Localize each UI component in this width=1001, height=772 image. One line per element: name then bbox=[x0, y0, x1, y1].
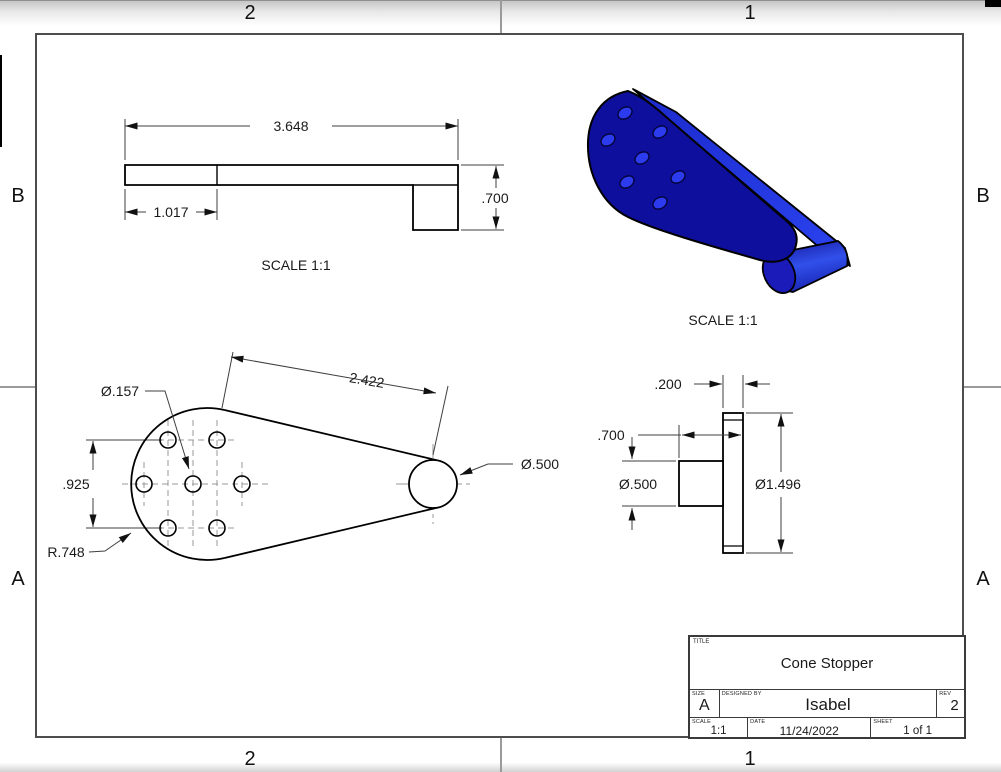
size-cell: SIZE A bbox=[690, 690, 720, 717]
top-view-outline bbox=[124, 164, 459, 231]
dim-front-hole-dia: Ø.157 bbox=[101, 383, 139, 399]
front-holes bbox=[135, 431, 251, 537]
scale-label: SCALE bbox=[692, 719, 712, 725]
front-centerlines bbox=[122, 420, 471, 548]
top-view: 3.648 1.017 .700 SCALE 1:1 bbox=[124, 118, 509, 273]
dim-front-radius: R.748 bbox=[47, 544, 85, 560]
dim-top-width: 3.648 bbox=[273, 118, 308, 134]
sheet-cell: SHEET 1 of 1 bbox=[871, 718, 964, 739]
scale-cell: SCALE 1:1 bbox=[690, 718, 749, 739]
front-tangent-top bbox=[224, 409, 439, 462]
sheet-value: 1 of 1 bbox=[903, 724, 933, 737]
top-view-scale-label: SCALE 1:1 bbox=[261, 257, 330, 273]
edge-mark-left bbox=[0, 55, 2, 147]
front-view: .925 Ø.157 R.748 2.422 Ø.500 bbox=[47, 351, 559, 561]
front-end-circle bbox=[408, 459, 458, 509]
front-tangent-bottom bbox=[224, 506, 439, 559]
zone-label-left-a: A bbox=[11, 568, 25, 590]
dim-side-boss-dia: Ø.500 bbox=[619, 476, 657, 492]
dim-front-length: 2.422 bbox=[348, 369, 385, 391]
date-value: 11/24/2022 bbox=[779, 723, 839, 738]
zone-label-left-b: B bbox=[11, 185, 25, 207]
zone-label-top-1: 1 bbox=[744, 2, 756, 24]
zone-label-right-a: A bbox=[976, 568, 990, 590]
sheet-label: SHEET bbox=[873, 719, 893, 725]
rev-label: REV bbox=[939, 691, 952, 697]
date-cell: DATE 11/24/2022 bbox=[748, 718, 872, 739]
side-flange bbox=[722, 412, 744, 554]
dim-front-row-spacing: .925 bbox=[62, 476, 89, 492]
dim-top-height: .700 bbox=[481, 190, 508, 206]
dim-side-flange-dia: Ø1.496 bbox=[755, 476, 801, 492]
iso-plate-face bbox=[586, 90, 798, 263]
title-block-title-cell: TITLE Cone Stopper bbox=[690, 637, 964, 690]
designed-by-cell: DESIGNED BY Isabel bbox=[720, 690, 938, 717]
rev-value: 2 bbox=[950, 697, 959, 714]
side-view: .200 .700 Ø.500 Ø1.496 bbox=[597, 375, 801, 554]
iso-view-scale-label: SCALE 1:1 bbox=[688, 312, 757, 328]
title-block: TITLE Cone Stopper SIZE A DESIGNED BY Is… bbox=[688, 635, 966, 739]
dim-side-flange-thk: .200 bbox=[654, 376, 681, 392]
drawing-title: Cone Stopper bbox=[780, 654, 874, 672]
rev-cell: REV 2 bbox=[937, 690, 964, 717]
dim-front-end-dia: Ø.500 bbox=[521, 456, 559, 472]
zone-label-bottom-2: 2 bbox=[244, 748, 256, 770]
size-value: A bbox=[699, 696, 710, 714]
zone-tick-bottom bbox=[500, 738, 502, 772]
zone-tick-top bbox=[500, 0, 502, 33]
date-label: DATE bbox=[750, 719, 766, 725]
designed-by-label: DESIGNED BY bbox=[721, 691, 762, 697]
zone-label-right-b: B bbox=[976, 185, 990, 207]
iso-view: SCALE 1:1 bbox=[586, 88, 851, 328]
zone-tick-left bbox=[0, 386, 35, 388]
zone-label-bottom-1: 1 bbox=[744, 748, 756, 770]
dim-top-left-segment: 1.017 bbox=[153, 204, 188, 220]
side-boss bbox=[678, 460, 724, 507]
front-arc bbox=[130, 407, 225, 561]
zone-label-top-2: 2 bbox=[244, 2, 256, 24]
title-label: TITLE bbox=[693, 639, 710, 645]
dim-side-boss-len: .700 bbox=[597, 427, 624, 443]
designed-by-value: Isabel bbox=[805, 695, 851, 714]
iso-holes bbox=[600, 106, 686, 210]
edge-mark-top-right bbox=[985, 0, 1001, 7]
size-label: SIZE bbox=[692, 691, 706, 697]
sheet-border bbox=[35, 33, 964, 738]
zone-tick-right bbox=[964, 386, 1001, 388]
scale-value: 1:1 bbox=[710, 724, 727, 737]
